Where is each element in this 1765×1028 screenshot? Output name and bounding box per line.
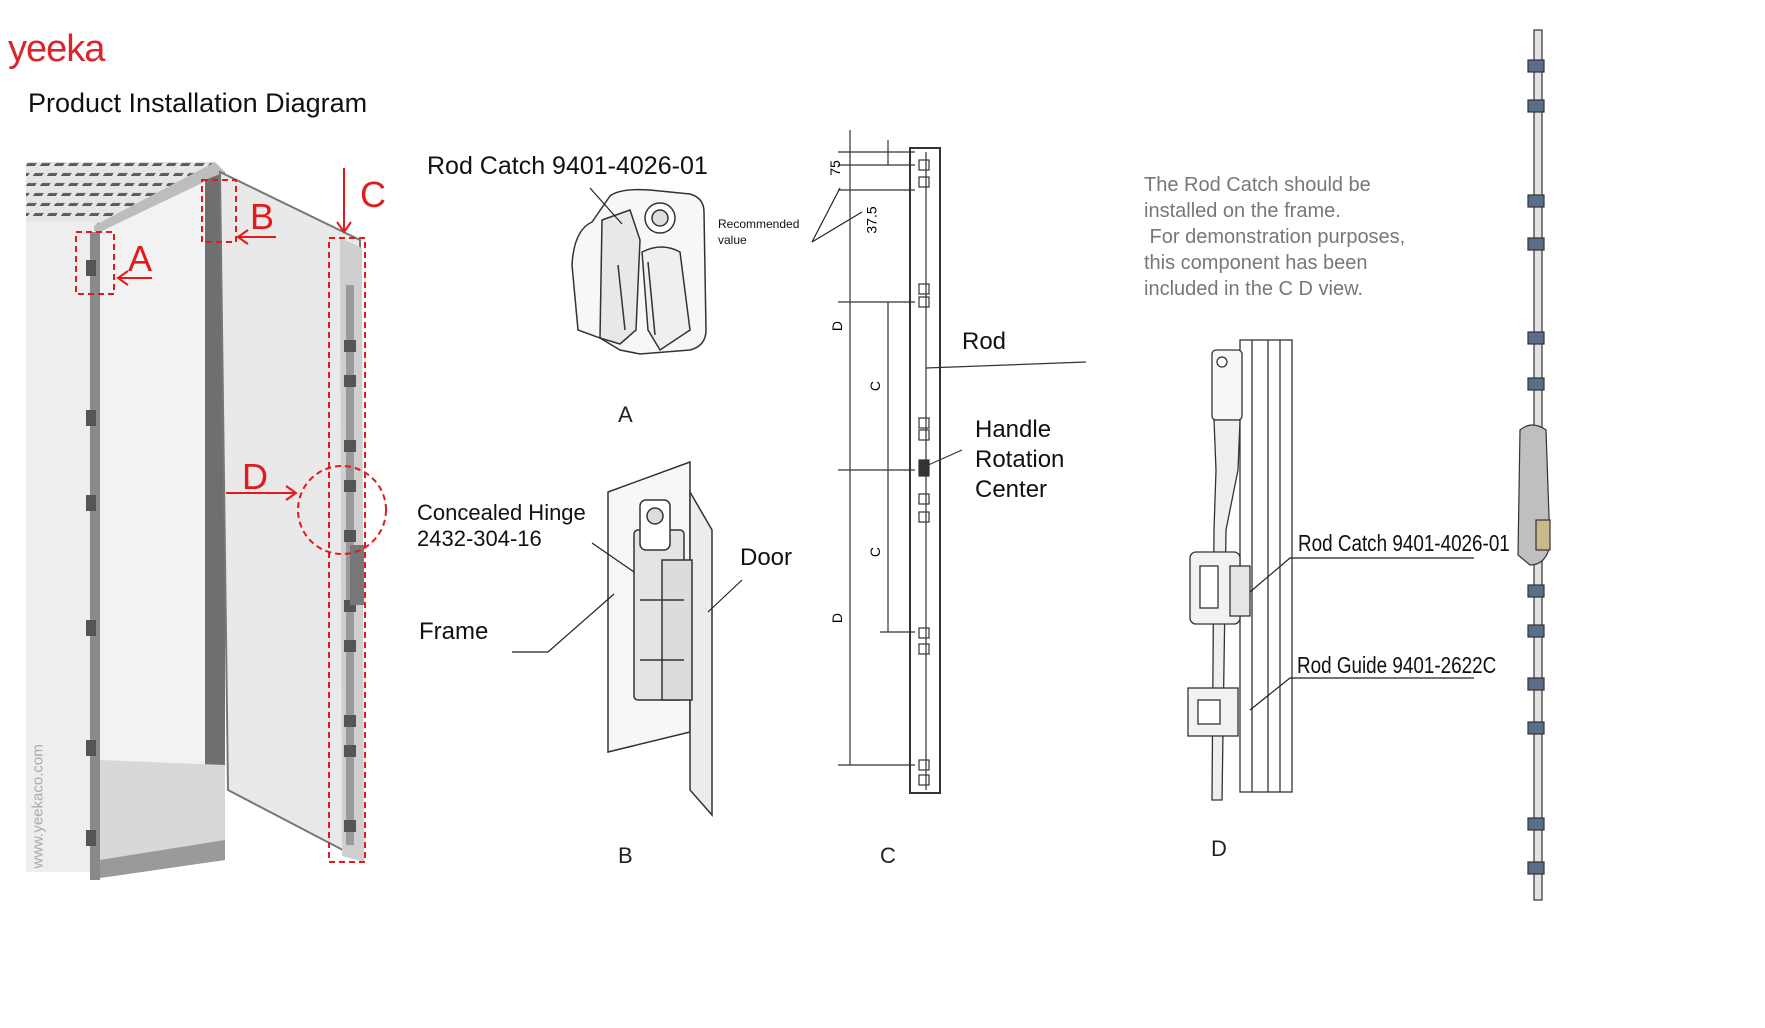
view-b-leaders xyxy=(512,542,743,653)
view-b-frame-label: Frame xyxy=(419,618,489,645)
note-line-2: installed on the frame. xyxy=(1144,200,1341,222)
view-a-note: Recommended value xyxy=(718,217,800,247)
view-c-rod-drawing xyxy=(838,130,1087,794)
view-c-handle-label-1: Handle xyxy=(975,416,1052,443)
view-c-dim-d-upper: D xyxy=(829,320,846,332)
note-line-3: For demonstration purposes, xyxy=(1144,226,1406,248)
view-c-caption: C xyxy=(880,843,896,868)
page-title: Product Installation Diagram xyxy=(28,88,368,118)
view-a-leaders xyxy=(589,187,863,243)
note-line-1: The Rod Catch should be xyxy=(1144,174,1371,196)
cabinet-overview xyxy=(26,162,364,880)
view-d-rod-guide-label: Rod Guide 9401-2622C xyxy=(1297,652,1497,678)
view-c-handle-label-3: Center xyxy=(975,476,1048,503)
view-d-rod-drawing xyxy=(1187,339,1293,801)
view-d-rod-catch-label: Rod Catch 9401-4026-01 xyxy=(1298,530,1510,556)
view-b-caption: B xyxy=(618,843,633,868)
watermark: www.yeekaco.com xyxy=(29,744,47,869)
marker-label-d: D xyxy=(242,456,268,497)
brand-logo: yeeka xyxy=(8,28,105,70)
marker-circle-d xyxy=(297,465,387,555)
marker-label-b: B xyxy=(250,196,275,237)
view-c-dim-d-lower: D xyxy=(829,612,846,624)
view-d-leaders xyxy=(1249,557,1474,711)
side-rod-strip xyxy=(1517,29,1551,901)
view-b-hinge-label-2: 2432-304-16 xyxy=(417,526,542,551)
view-c-dim-c-upper: C xyxy=(867,380,884,392)
view-a-label: Rod Catch 9401-4026-01 xyxy=(427,152,708,180)
overview-markers xyxy=(75,168,387,863)
view-b-hinge-drawing xyxy=(607,460,713,817)
view-b-door-label: Door xyxy=(740,544,793,571)
view-b-hinge-label-1: Concealed Hinge xyxy=(417,500,586,525)
view-c-rod-label: Rod xyxy=(962,328,1007,355)
marker-label-a: A xyxy=(128,238,153,279)
note-line-5: included in the C D view. xyxy=(1144,278,1364,300)
marker-label-c: C xyxy=(360,174,386,215)
view-a-caption: A xyxy=(618,402,633,427)
view-a-rod-catch-drawing xyxy=(571,188,707,355)
view-c-dim-75: 75 xyxy=(826,160,843,176)
view-d-caption: D xyxy=(1211,836,1227,861)
note-line-4: this component has been xyxy=(1144,252,1368,274)
view-c-dim-c-lower: C xyxy=(867,546,884,558)
view-c-dim-37-5: 37.5 xyxy=(863,206,880,234)
marker-box-b xyxy=(201,179,237,243)
view-c-handle-label-2: Rotation xyxy=(975,446,1065,473)
